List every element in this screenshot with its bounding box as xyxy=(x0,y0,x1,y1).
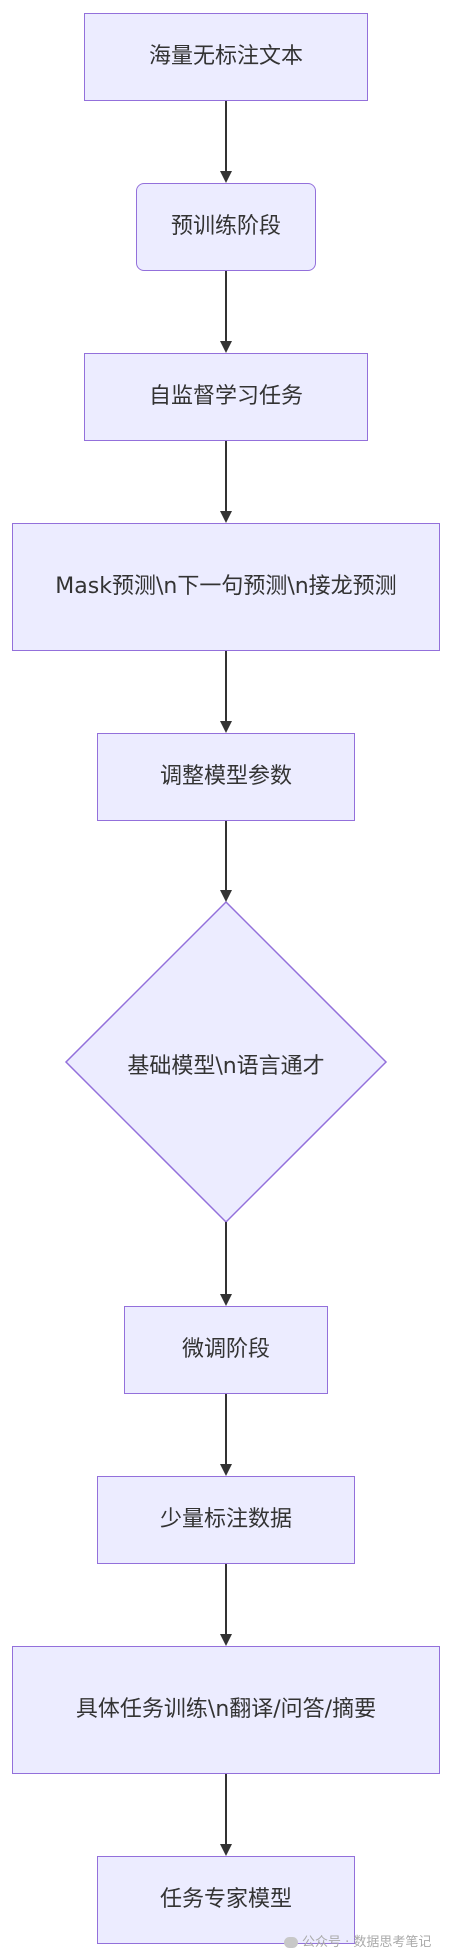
node-unlabeled-text: 海量无标注文本 xyxy=(84,13,368,101)
node-label: 调整模型参数 xyxy=(159,764,292,789)
arrowhead xyxy=(220,1634,232,1646)
arrowhead xyxy=(220,890,232,902)
wechat-icon xyxy=(284,1937,298,1948)
node-label: 基础模型\n语言通才 xyxy=(127,1054,325,1079)
arrowhead xyxy=(220,1294,232,1306)
arrowhead xyxy=(220,1464,232,1476)
watermark: 公众号 · 数据思考笔记 xyxy=(284,1931,431,1950)
node-label: 少量标注数据 xyxy=(159,1507,292,1532)
node-self-supervised-tasks: 自监督学习任务 xyxy=(84,353,368,441)
arrowhead xyxy=(220,511,232,523)
node-label: 具体任务训练\n翻译/问答/摘要 xyxy=(75,1697,377,1722)
node-label: 自监督学习任务 xyxy=(148,384,303,409)
node-adjust-parameters: 调整模型参数 xyxy=(97,733,355,821)
node-labeled-data: 少量标注数据 xyxy=(97,1476,355,1564)
node-finetuning-stage: 微调阶段 xyxy=(124,1306,328,1394)
node-label: 海量无标注文本 xyxy=(148,44,303,69)
arrowhead xyxy=(220,171,232,183)
node-pretraining-tasks: Mask预测\n下一句预测\n接龙预测 xyxy=(12,523,440,651)
node-label: 任务专家模型 xyxy=(159,1887,292,1912)
node-label: 预训练阶段 xyxy=(170,214,281,239)
node-label: 微调阶段 xyxy=(181,1337,270,1362)
arrowhead xyxy=(220,1844,232,1856)
arrowhead xyxy=(220,721,232,733)
node-base-model: 基础模型\n语言通才 xyxy=(96,1024,356,1104)
watermark-text: 公众号 · 数据思考笔记 xyxy=(302,1935,432,1950)
node-pretraining-stage: 预训练阶段 xyxy=(136,183,316,271)
arrowhead xyxy=(220,341,232,353)
node-task-expert-model: 任务专家模型 xyxy=(97,1856,355,1944)
node-task-training: 具体任务训练\n翻译/问答/摘要 xyxy=(12,1646,440,1774)
node-label: Mask预测\n下一句预测\n接龙预测 xyxy=(55,574,397,599)
